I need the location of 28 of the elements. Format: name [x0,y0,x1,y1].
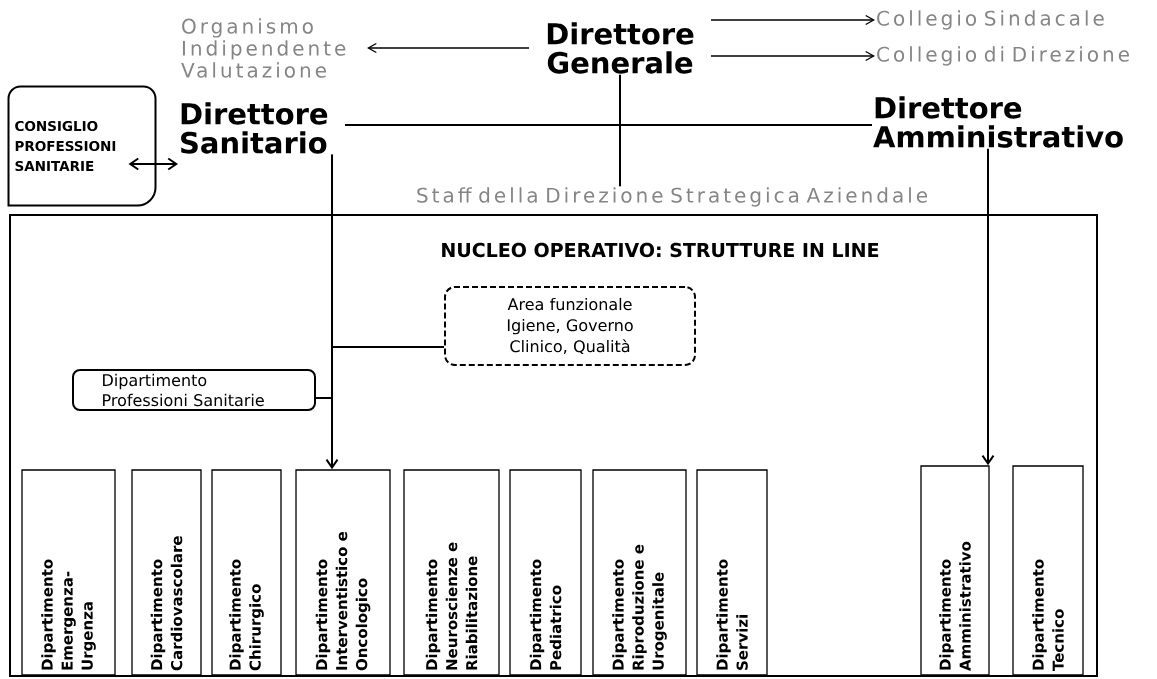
department-box: Dipartimento Amministrativo [920,465,990,676]
arrow [710,50,875,62]
department-box: Dipartimento Interventistico e Oncologico [295,469,391,676]
committee-label: Collegio Sindacale [877,10,1104,30]
department-box: Dipartimento Professioni Sanitarie [72,369,316,411]
department-box: Dipartimento Servizi [696,469,768,676]
department-box: Dipartimento Riproduzione e Urogenitale [592,469,687,676]
department-box: Dipartimento Tecnico [1012,465,1084,676]
director-title: Direttore Amministrativo [873,96,1123,148]
staff-label: Staff della Direzione Strategica Aziendale [417,187,928,207]
connector-line [315,153,333,399]
director-title: Direttore Generale [547,22,694,74]
department-box: Dipartimento Pediatrico [509,469,582,676]
committee-label: Collegio di Direzione [877,46,1129,66]
functional-area-box: Area funzionale Igiene, Governo Clinico, Qualità [444,286,696,366]
arrow [981,147,995,466]
director-title: Direttore Sanitario [181,102,328,154]
connector-line [619,73,621,188]
arrow [710,14,875,26]
department-box: Dipartimento Neuroscienze e Riabilitazione [403,469,500,676]
council-box: CONSIGLIO PROFESSIONI SANITARIE [7,85,157,207]
department-box: Dipartimento Emergenza-Urgenza [21,469,116,676]
arrow [128,157,178,171]
department-box: Dipartimento Cardiovascolare [131,469,202,676]
committee-label: Organismo Indipendente Valutazione [181,18,346,78]
department-box: Dipartimento Chirurgico [211,469,282,676]
arrow [367,42,530,54]
connector-line [344,124,873,126]
